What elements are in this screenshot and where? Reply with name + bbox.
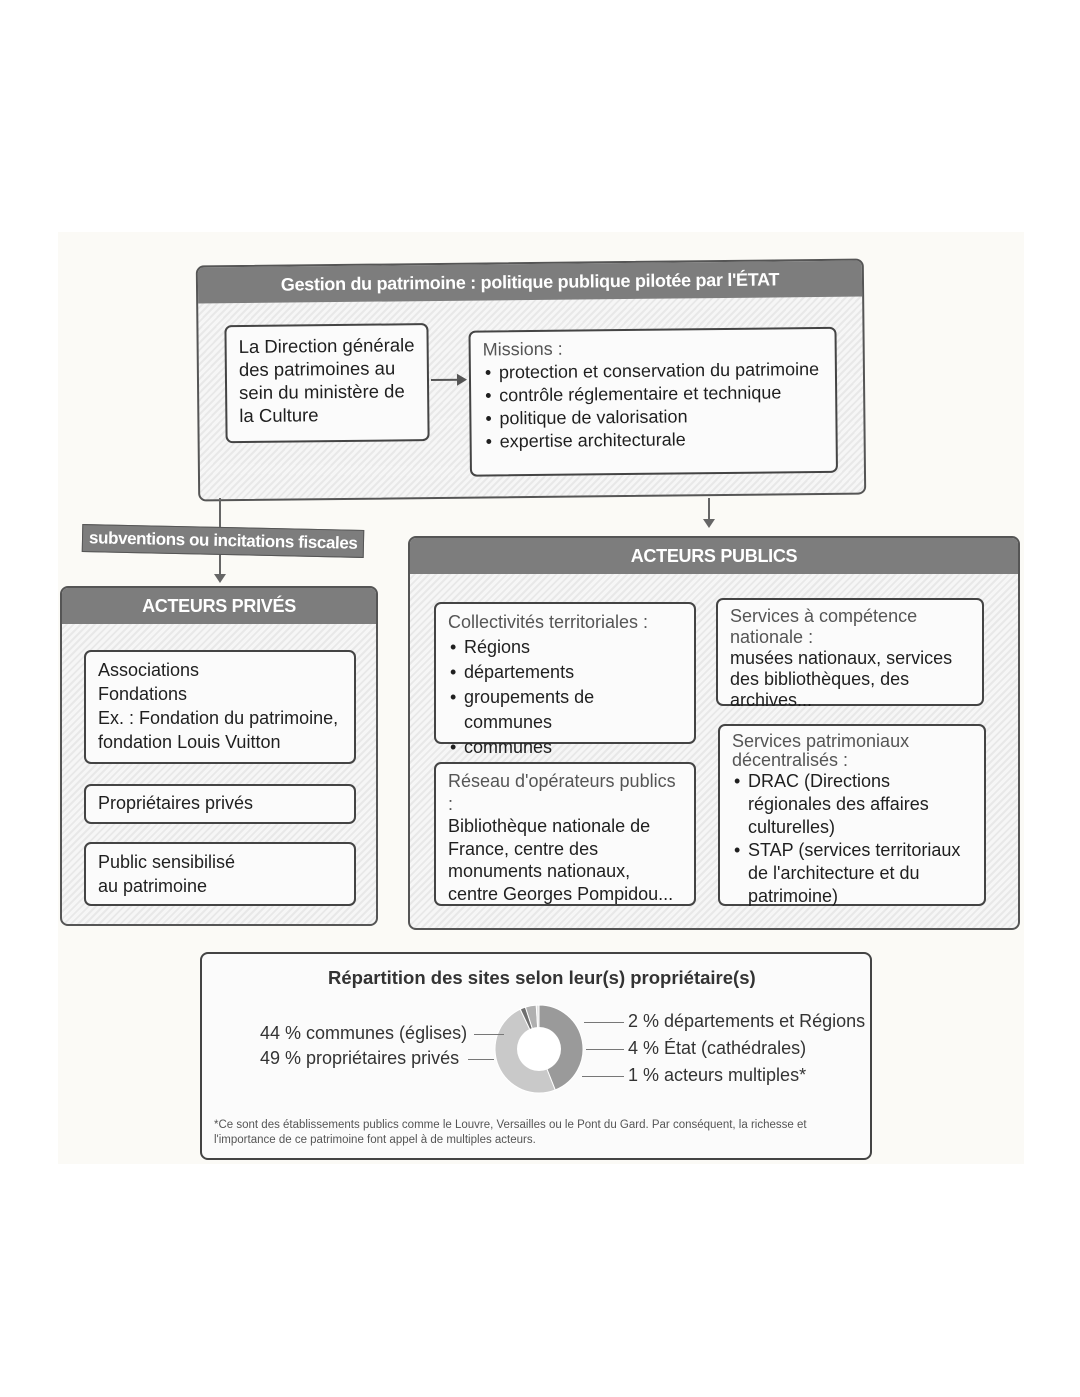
repartition-title: Répartition des sites selon leur(s) prop…	[328, 967, 756, 988]
state-title: Gestion du patrimoine : politique publiq…	[197, 260, 863, 304]
legend-private: 49 % propriétaires privés	[260, 1048, 460, 1068]
leader-line	[582, 1076, 624, 1077]
collectivite-item: Régions	[448, 635, 682, 660]
collectivite-item: départements	[448, 660, 682, 685]
private-owners-card: Propriétaires privés	[84, 784, 356, 824]
repartition-footnote: *Ce sont des établissements publics comm…	[214, 1119, 807, 1146]
collectivites-card: Collectivités territoriales : Régions dé…	[434, 602, 696, 760]
legend-communes: 44 % communes (églises)	[260, 1023, 468, 1043]
legend-departements: 2 % départements et Régions	[628, 1011, 866, 1031]
collectivite-item: communes	[448, 735, 682, 760]
public-title: ACTEURS PUBLICS	[410, 538, 1018, 574]
mission-item: expertise architecturale	[484, 427, 824, 454]
decentral-label: Services patrimoniaux décentralisés :	[732, 731, 910, 770]
legend-etat: 4 % État (cathédrales)	[628, 1038, 807, 1058]
example-line: Ex. : Fondation du patrimoine,	[98, 708, 339, 728]
decentralized-services-card: Services patrimoniaux décentralisés : DR…	[718, 724, 986, 906]
associations-card: Associations Fondations Ex. : Fondation …	[84, 650, 356, 764]
donut-slice-1	[538, 1004, 584, 1091]
collectivites-list: Régions départements groupements de comm…	[448, 635, 682, 760]
private-owners-text: Propriétaires privés	[98, 793, 254, 813]
example-line: fondation Louis Vuitton	[98, 732, 281, 752]
ownership-donut-chart	[494, 1004, 584, 1094]
missions-card: Missions : protection et conservation du…	[468, 326, 838, 477]
reseau-label: Réseau d'opérateurs publics :	[448, 771, 676, 814]
direction-arrow-head	[456, 373, 468, 386]
leader-line	[584, 1022, 624, 1023]
public-aware-line: Public sensibilisé	[98, 852, 236, 872]
associations-line: Associations	[98, 660, 200, 680]
operators-network-card: Réseau d'opérateurs publics : Bibliothèq…	[434, 762, 696, 906]
public-actors-box: ACTEURS PUBLICS Collectivités territoria…	[408, 536, 1020, 930]
public-aware-line: au patrimoine	[98, 876, 208, 896]
reseau-text: Bibliothèque nationale de France, centre…	[448, 816, 674, 904]
direction-card: La Direction générale des patrimoines au…	[224, 323, 430, 444]
private-title: ACTEURS PRIVÉS	[62, 588, 376, 624]
private-actors-box: ACTEURS PRIVÉS Associations Fondations E…	[60, 586, 378, 926]
decentral-item: DRAC (Directions régionales des affaires…	[732, 770, 972, 839]
public-connector	[708, 498, 710, 520]
state-management-box: Gestion du patrimoine : politique publiq…	[195, 258, 867, 502]
missions-list: protection et conservation du patrimoine…	[483, 358, 824, 454]
national-text: musées nationaux, services des bibliothè…	[730, 648, 953, 710]
public-aware-card: Public sensibilisé au patrimoine	[84, 842, 356, 906]
repartition-box: Répartition des sites selon leur(s) prop…	[200, 952, 872, 1160]
collectivite-item: groupements de communes	[448, 685, 682, 735]
private-arrow-head	[214, 574, 226, 583]
legend-multiples: 1 % acteurs multiples*	[628, 1065, 807, 1085]
leader-line	[586, 1049, 624, 1050]
decentral-item: STAP (services territoriaux de l'archite…	[732, 839, 972, 908]
foundations-line: Fondations	[98, 684, 188, 704]
funding-tag: subventions ou incitations fiscales	[81, 524, 365, 558]
leader-line	[468, 1059, 494, 1060]
collectivites-label: Collectivités territoriales :	[448, 612, 649, 632]
direction-text: La Direction générale des patrimoines au…	[238, 334, 415, 427]
national-services-card: Services à compétence nationale : musées…	[716, 598, 984, 710]
public-arrow-head	[703, 519, 715, 528]
leader-line	[474, 1034, 504, 1035]
national-label: Services à compétence nationale :	[730, 606, 918, 647]
decentral-list: DRAC (Directions régionales des affaires…	[732, 770, 972, 908]
